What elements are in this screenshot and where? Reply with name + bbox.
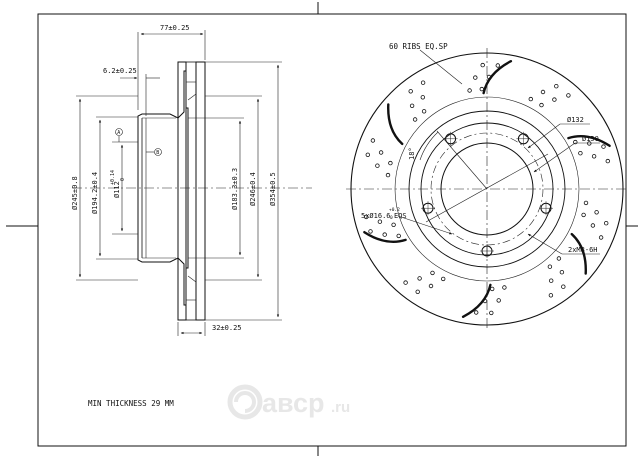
label-pcd: Ø132 [567, 116, 584, 124]
drill-hole [403, 280, 408, 285]
drill-hole [591, 154, 597, 159]
drill-hole [605, 158, 610, 164]
drill-hole [415, 289, 420, 294]
drill-hole [364, 214, 369, 220]
label-bolt-holes-tol-lower: 0 [390, 215, 393, 221]
drill-hole [365, 152, 370, 157]
drill-hole [396, 233, 401, 239]
drill-hole [388, 160, 393, 166]
watermark-name: авср [262, 388, 324, 418]
front-view: 60 RIBS EQ.SP Ø132 Ø150 18° 5xØ16.6 +0.2… [346, 42, 628, 330]
label-threads: 2xM8-6H [568, 246, 598, 254]
drill-hole [578, 150, 583, 156]
drill-hole [495, 63, 500, 68]
dim-dia-194: Ø194.2±0.4 [91, 172, 99, 214]
drill-hole [474, 310, 479, 315]
drill-hole [420, 80, 426, 85]
cross-drilled-holes [364, 62, 610, 316]
drill-hole [601, 144, 606, 149]
drill-hole [480, 62, 485, 68]
brake-slot [570, 232, 587, 275]
drill-hole [375, 163, 380, 168]
datum-b-symbol [154, 148, 162, 156]
drill-hole [430, 270, 435, 276]
drill-hole [417, 276, 422, 281]
label-center-bore: Ø150 [582, 135, 599, 143]
dim-dia-112-tol-lower: 0 [120, 178, 126, 181]
brake-slot [567, 135, 611, 147]
dim-total-width: 77±0.25 [160, 24, 190, 32]
drill-hole [549, 278, 554, 283]
drill-hole [409, 103, 415, 108]
drill-hole [473, 75, 478, 80]
drill-hole [421, 109, 427, 114]
drill-hole [502, 285, 507, 290]
side-view: 77±0.25 6.2±0.25 32±0.25 Ø245±0.8 Ø194.2… [71, 24, 312, 336]
drill-hole [467, 88, 472, 93]
drill-hole [377, 219, 383, 224]
drill-hole [561, 284, 566, 289]
drill-hole [528, 96, 533, 102]
drill-hole [598, 235, 604, 240]
drill-hole [547, 264, 553, 269]
drill-hole [391, 222, 396, 227]
drill-hole [590, 223, 596, 228]
label-bolt-holes-tol-upper: +0.2 [389, 207, 400, 213]
drill-hole [583, 200, 589, 206]
drill-hole [382, 232, 387, 237]
drill-hole [594, 210, 599, 215]
drill-hole [420, 95, 425, 100]
curved-slots [363, 60, 611, 318]
min-thickness-note: MIN THICKNESS 29 MM [88, 399, 174, 408]
drill-hole [573, 139, 578, 145]
drill-hole [540, 89, 546, 95]
drill-hole [412, 117, 418, 122]
drill-hole [539, 102, 544, 108]
brake-slot [363, 231, 407, 243]
dim-dia-183: Ø183.3±0.3 [231, 168, 239, 210]
datum-a-symbol [115, 128, 123, 136]
drill-hole [489, 310, 494, 316]
dim-dia-112: Ø112 [113, 181, 121, 198]
brake-slot [461, 283, 492, 318]
brake-slot [387, 103, 404, 146]
label-angle: 18° [408, 147, 416, 160]
drill-hole [368, 229, 373, 234]
watermark-logo: авср .ru [227, 384, 350, 420]
drawing-frame [6, 2, 638, 456]
drill-hole [581, 212, 586, 218]
drill-hole [556, 256, 562, 261]
watermark-domain: .ru [331, 399, 350, 416]
label-bolt-holes-prefix: 5xØ16.6 [361, 212, 391, 220]
dim-dia-112-tol-upper: +0.14 [110, 170, 116, 185]
drill-hole [604, 220, 609, 226]
label-bolt-holes-suffix: EQS [394, 212, 407, 220]
drill-hole [378, 150, 384, 155]
dim-friction-width: 32±0.25 [212, 324, 242, 332]
datum-b-label: B [156, 150, 159, 156]
dim-dia-246: Ø246±0.4 [249, 172, 257, 206]
drill-hole [441, 276, 446, 282]
dim-hat-offset: 6.2±0.25 [103, 67, 137, 75]
drill-hole [370, 138, 376, 143]
drill-hole [559, 270, 565, 275]
dim-dia-354: Ø354±0.5 [269, 172, 277, 206]
drill-hole [428, 283, 434, 289]
datum-a-label: A [117, 130, 120, 136]
drill-hole [548, 293, 554, 298]
drill-hole [552, 97, 557, 102]
dim-dia-245: Ø245±0.8 [71, 176, 79, 210]
label-ribs: 60 RIBS EQ.SP [389, 42, 448, 51]
drill-hole [566, 93, 571, 98]
brake-slot [482, 60, 513, 95]
drill-hole [408, 89, 413, 94]
drill-hole [385, 172, 391, 178]
drill-hole [496, 298, 501, 303]
drill-hole [587, 141, 592, 146]
drill-hole [554, 83, 559, 89]
